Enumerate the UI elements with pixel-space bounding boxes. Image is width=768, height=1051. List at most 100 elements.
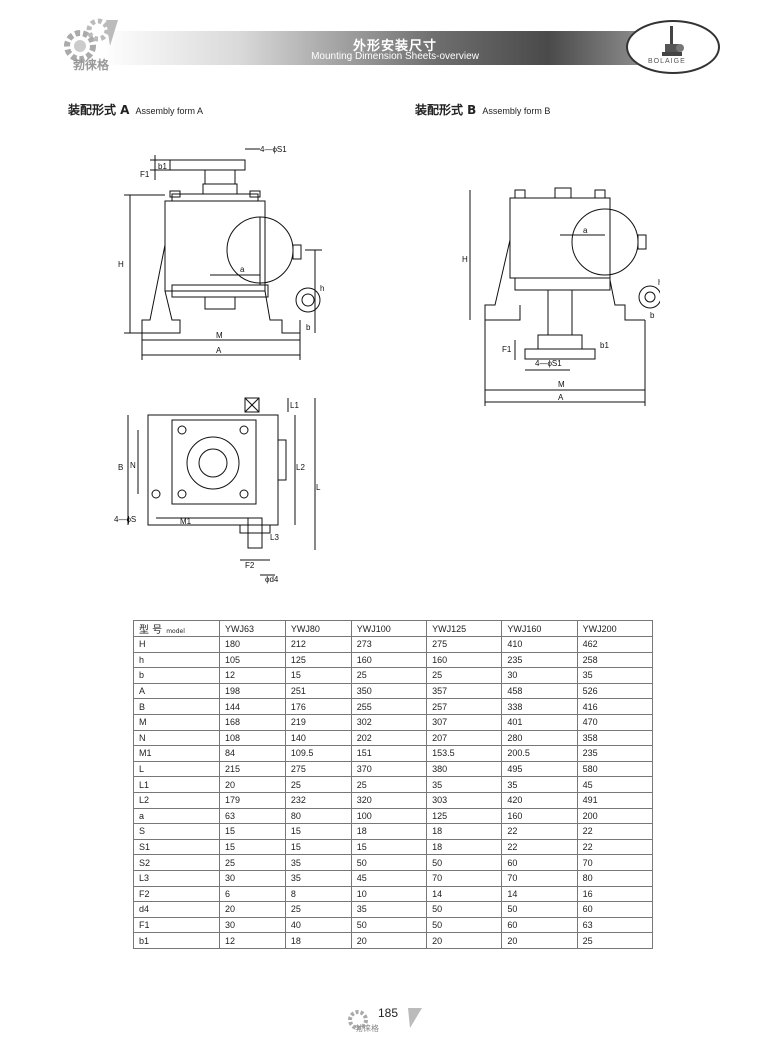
label-b-f1: F1 — [502, 345, 512, 354]
table-cell: 50 — [350, 854, 428, 871]
label-b-big: B — [118, 463, 123, 472]
table-cell: 160 — [501, 807, 578, 825]
table-cell: 14 — [501, 885, 578, 903]
table-cell: 125 — [284, 651, 352, 669]
table-cell: 258 — [576, 651, 654, 669]
table-cell: 30 — [219, 916, 286, 934]
table-cell: 20 — [426, 932, 503, 949]
table-cell: 235 — [501, 651, 578, 669]
table-cell: 25 — [284, 901, 352, 918]
row-label: a — [133, 807, 220, 825]
table-cell: 109.5 — [284, 745, 352, 762]
label-b-a-big: A — [558, 393, 564, 402]
page-header: 勃徕格 外形安装尺寸 Mounting Dimension Sheets-ove… — [0, 0, 768, 80]
table-cell: 22 — [576, 838, 654, 856]
table-cell: 320 — [350, 791, 428, 809]
table-cell: 18 — [284, 932, 352, 949]
table-cell: 416 — [576, 698, 654, 715]
table-cell: 251 — [284, 682, 352, 700]
row-label: M — [133, 713, 220, 731]
label-f2: F2 — [245, 561, 255, 570]
label-l3: L3 — [270, 533, 279, 542]
table-cell: 358 — [576, 729, 654, 747]
table-cell: 25 — [350, 667, 428, 684]
table-cell: 212 — [284, 636, 352, 653]
table-cell: 10 — [350, 885, 428, 903]
table-cell: 273 — [350, 636, 428, 653]
label-d4: ϕd4 — [265, 575, 279, 584]
table-cell: 22 — [501, 838, 578, 856]
table-cell: 176 — [284, 698, 352, 715]
row-label: A — [133, 682, 220, 700]
table-cell: 215 — [219, 760, 286, 778]
column-header: YWJ160 — [501, 620, 578, 637]
table-cell: 160 — [350, 651, 428, 669]
table-cell: 35 — [426, 776, 503, 793]
table-cell: 470 — [576, 713, 654, 731]
table-cell: 491 — [576, 791, 654, 809]
page-number: 185 — [378, 1006, 399, 1020]
table-cell: 35 — [576, 667, 654, 684]
table-cell: 255 — [350, 698, 428, 715]
table-cell: 70 — [426, 869, 503, 887]
table-cell: 179 — [219, 791, 286, 809]
screw-jack-icon — [662, 26, 684, 56]
table-cell: 30 — [501, 667, 578, 684]
table-cell: 303 — [426, 791, 503, 809]
table-cell: 22 — [576, 823, 654, 840]
drawing-assembly-b: a H h b F1 b1 4—ϕS1 M A — [460, 180, 660, 410]
table-cell: 60 — [576, 901, 654, 918]
table-cell: 70 — [576, 854, 654, 871]
label-b1: b1 — [158, 162, 167, 171]
table-cell: 350 — [350, 682, 428, 700]
table-cell: 207 — [426, 729, 503, 747]
table-cell: 15 — [284, 667, 352, 684]
column-header: YWJ200 — [576, 620, 654, 637]
column-header: YWJ80 — [284, 620, 352, 637]
row-label: S1 — [133, 838, 220, 856]
table-cell: 45 — [350, 869, 428, 887]
row-label: b1 — [133, 932, 220, 949]
table-cell: 20 — [219, 901, 286, 918]
row-label: N — [133, 729, 220, 747]
table-cell: 200.5 — [501, 745, 578, 762]
table-cell: 60 — [501, 854, 578, 871]
table-cell: 12 — [219, 667, 286, 684]
header-band — [100, 31, 660, 65]
row-label: L3 — [133, 869, 220, 887]
table-cell: 18 — [426, 823, 503, 840]
table-cell: 14 — [426, 885, 503, 903]
table-cell: 357 — [426, 682, 503, 700]
label-h-small: h — [320, 284, 324, 293]
row-label: h — [133, 651, 220, 669]
table-cell: 180 — [219, 636, 286, 653]
table-cell: 15 — [284, 823, 352, 840]
table-cell: 35 — [501, 776, 578, 793]
table-cell: 60 — [501, 916, 578, 934]
brand-name-en: BOLAIGE — [648, 58, 686, 65]
table-cell: 140 — [284, 729, 352, 747]
table-cell: 50 — [426, 854, 503, 871]
label-l2: L2 — [296, 463, 305, 472]
table-cell: 18 — [350, 823, 428, 840]
table-cell: 45 — [576, 776, 654, 793]
table-cell: 495 — [501, 760, 578, 778]
table-cell: 410 — [501, 636, 578, 653]
label-a-big: A — [216, 346, 222, 355]
label-m1: M1 — [180, 517, 192, 526]
table-cell: 63 — [576, 916, 654, 934]
table-cell: 18 — [426, 838, 503, 856]
